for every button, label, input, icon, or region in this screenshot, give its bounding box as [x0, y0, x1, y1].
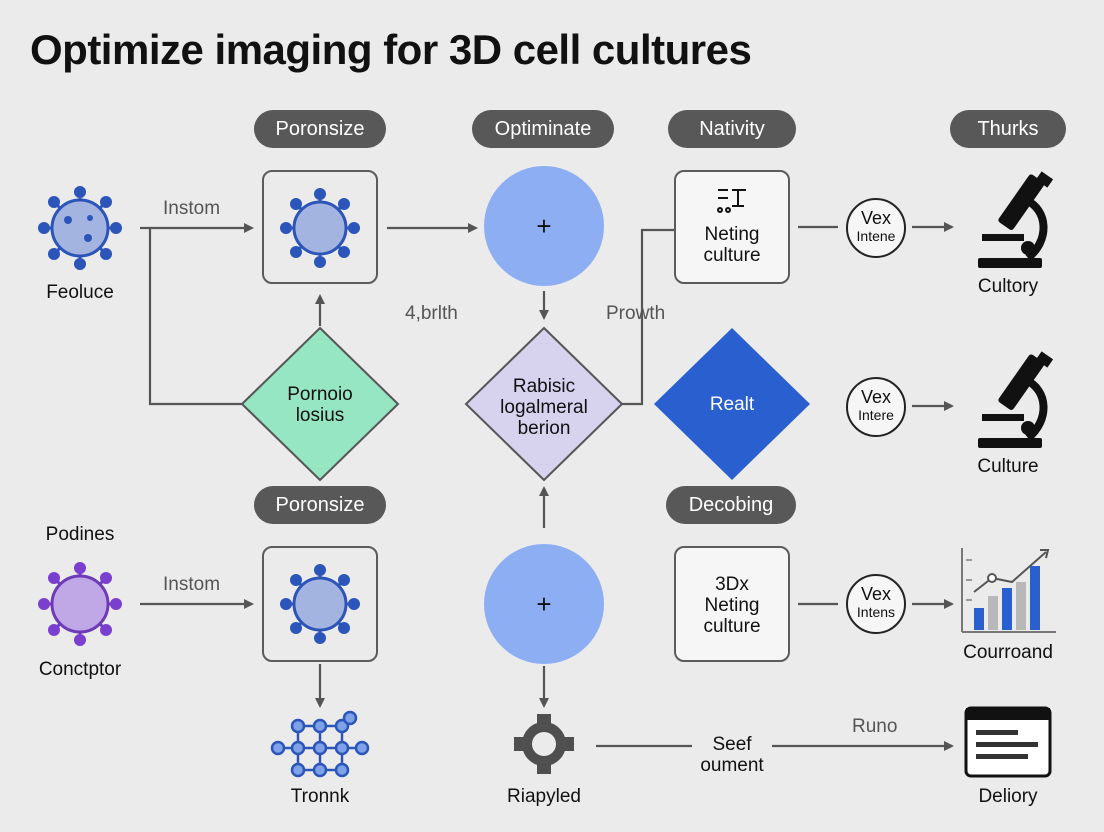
microscope-icon: [978, 351, 1054, 448]
document-glyph-icon: [717, 189, 746, 213]
diamond-blue: [654, 328, 810, 480]
label-cultory: Cultory: [977, 276, 1039, 297]
label-tronnk: Tronnk: [290, 786, 350, 807]
page-title: Optimize imaging for 3D cell cultures: [30, 26, 752, 73]
edge-bracket-left: [148, 228, 244, 406]
pill-decobing: Decobing: [666, 486, 796, 524]
label-culture: Culture: [977, 456, 1039, 477]
edge-label-instom-top: Instom: [163, 198, 221, 219]
pill-optiminate: Optiminate: [472, 110, 614, 148]
edge-label-runo: Runo: [852, 716, 898, 737]
optimize-circle-bottom: +: [484, 544, 604, 664]
vex-3-title: Vex: [860, 584, 892, 604]
vex-1-title: Vex: [860, 208, 892, 228]
label-podines: Podines: [45, 524, 115, 545]
pill-thurks: Thurks: [950, 110, 1066, 148]
pill-nativity: Nativity: [668, 110, 796, 148]
vex-2-title: Vex: [860, 387, 892, 407]
edge-label-instom-bottom: Instom: [163, 574, 221, 595]
vex-circle-1: Vex Intene: [846, 198, 906, 258]
browser-window-icon: [964, 706, 1052, 778]
purple-diamond-label: Rabisic logalmeral berion: [480, 376, 608, 439]
vex-circle-3: Vex Intens: [846, 574, 906, 634]
network-icon: [270, 710, 370, 778]
label-courroand: Courroand: [963, 642, 1053, 663]
edge-purple-to-neting: [622, 228, 674, 406]
label-deliory: Deliory: [978, 786, 1038, 807]
edge-label-prowth: Prowth: [606, 303, 666, 324]
green-diamond-label: Pornoio losius: [262, 384, 378, 426]
microscope-icon: [978, 171, 1054, 268]
neting2-line-1: 3Dx: [715, 574, 749, 595]
seef-oument-label: Seef oument: [692, 734, 772, 776]
neting-line-2: culture: [703, 245, 761, 266]
molecule-icon: [38, 562, 122, 646]
molecule-icon: [38, 186, 122, 270]
neting2-line-2: Neting: [704, 595, 760, 616]
diamond-green: [240, 326, 400, 482]
label-feoluce: Feoluce: [46, 282, 114, 303]
pill-poronsize-top: Poronsize: [254, 110, 386, 148]
molecule-box-bottom: [262, 546, 378, 662]
3dx-neting-culture-box: 3Dx Neting culture: [674, 546, 790, 662]
edge-label-birth: 4,brlth: [405, 303, 458, 324]
molecule-icon: [280, 188, 360, 268]
optimize-circle-top: +: [484, 166, 604, 286]
vex-1-sub: Intene: [856, 228, 896, 244]
green-diamond-line-1: Pornoio: [287, 384, 353, 405]
blue-diamond-label: Realt: [709, 394, 755, 415]
molecule-box-top: [262, 170, 378, 284]
label-riapyled: Riapyled: [507, 786, 581, 807]
seef-line-1: Seef: [712, 734, 752, 755]
purple-diamond-line-2: logalmeral: [500, 397, 588, 418]
green-diamond-line-2: losius: [295, 405, 345, 426]
neting-line-1: Neting: [704, 224, 760, 245]
neting2-line-3: culture: [703, 616, 761, 637]
label-conctptor: Conctptor: [38, 659, 122, 680]
plus-icon: +: [536, 589, 552, 619]
seef-line-2: oument: [700, 755, 764, 776]
purple-diamond-line-3: berion: [517, 418, 571, 439]
vex-2-sub: Intere: [858, 407, 894, 423]
vex-3-sub: Intens: [856, 604, 896, 620]
pill-poronsize-bottom: Poronsize: [254, 486, 386, 524]
molecule-icon: [280, 564, 360, 644]
purple-diamond-line-1: Rabisic: [512, 376, 576, 397]
bar-chart-icon: [961, 548, 1056, 633]
gear-icon: [514, 714, 574, 774]
neting-culture-box: Neting culture: [674, 170, 790, 284]
vex-circle-2: Vex Intere: [846, 377, 906, 437]
plus-icon: +: [536, 211, 552, 241]
diamond-purple: [464, 326, 624, 482]
